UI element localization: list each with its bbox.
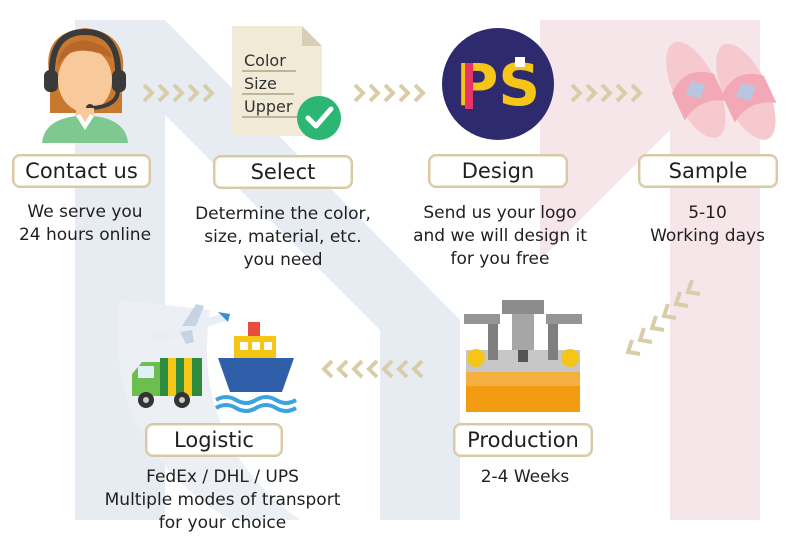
truck-plane-ship-icon (132, 304, 298, 413)
step-title-contact-us: Contact us (12, 154, 151, 188)
step-desc-select: Determine the color, size, material, etc… (183, 203, 383, 272)
desc-line: Working days (650, 226, 765, 246)
desc-line: size, material, etc. (204, 227, 362, 247)
factory-machine-icon (464, 300, 582, 412)
desc-line: FedEx / DHL / UPS (146, 467, 299, 487)
desc-line: 2-4 Weeks (480, 467, 570, 487)
step-desc-contact-us: We serve you 24 hours online (0, 201, 170, 247)
desc-line: We serve you (27, 202, 143, 222)
desc-line: Multiple modes of transport (104, 490, 341, 510)
step-title-production: Production (453, 423, 593, 457)
desc-line: and we will design it (413, 226, 587, 246)
desc-line: 24 hours online (18, 225, 152, 245)
step-desc-sample: 5-10 Working days (625, 202, 790, 248)
desc-line: 5-10 (688, 203, 727, 223)
step-desc-logistic: FedEx / DHL / UPS Multiple modes of tran… (80, 466, 365, 535)
doc-line-upper: Upper (244, 97, 293, 116)
desc-line: you need (243, 250, 323, 270)
doc-line-color: Color (244, 51, 286, 70)
flow-arrow-1 (142, 83, 215, 103)
desc-line: Send us your logo (423, 203, 577, 223)
flow-arrow-4 (625, 279, 701, 356)
step-title-sample: Sample (638, 154, 778, 188)
step-title-design: Design (428, 154, 568, 188)
slides-icon (666, 41, 777, 140)
step-title-logistic: Logistic (145, 423, 283, 457)
truck-icon (132, 358, 202, 408)
step-desc-production: 2-4 Weeks (450, 466, 600, 489)
doc-line-size: Size (244, 74, 277, 93)
step-title-select: Select (213, 155, 353, 189)
ps-logo-icon: PS (442, 28, 554, 140)
flow-arrow-2 (353, 83, 426, 103)
flow-arrow-5 (321, 359, 424, 379)
headset-agent-icon (42, 28, 128, 143)
step-desc-design: Send us your logo and we will design it … (395, 202, 605, 271)
desc-line: Determine the color, (195, 204, 371, 224)
flow-arrow-3 (570, 83, 643, 103)
ship-icon (214, 322, 298, 413)
desc-line: for your choice (158, 513, 287, 533)
desc-line: for you free (450, 249, 550, 269)
document-check-icon: Color Size Upper (232, 26, 341, 140)
airplane-icon (150, 304, 230, 344)
